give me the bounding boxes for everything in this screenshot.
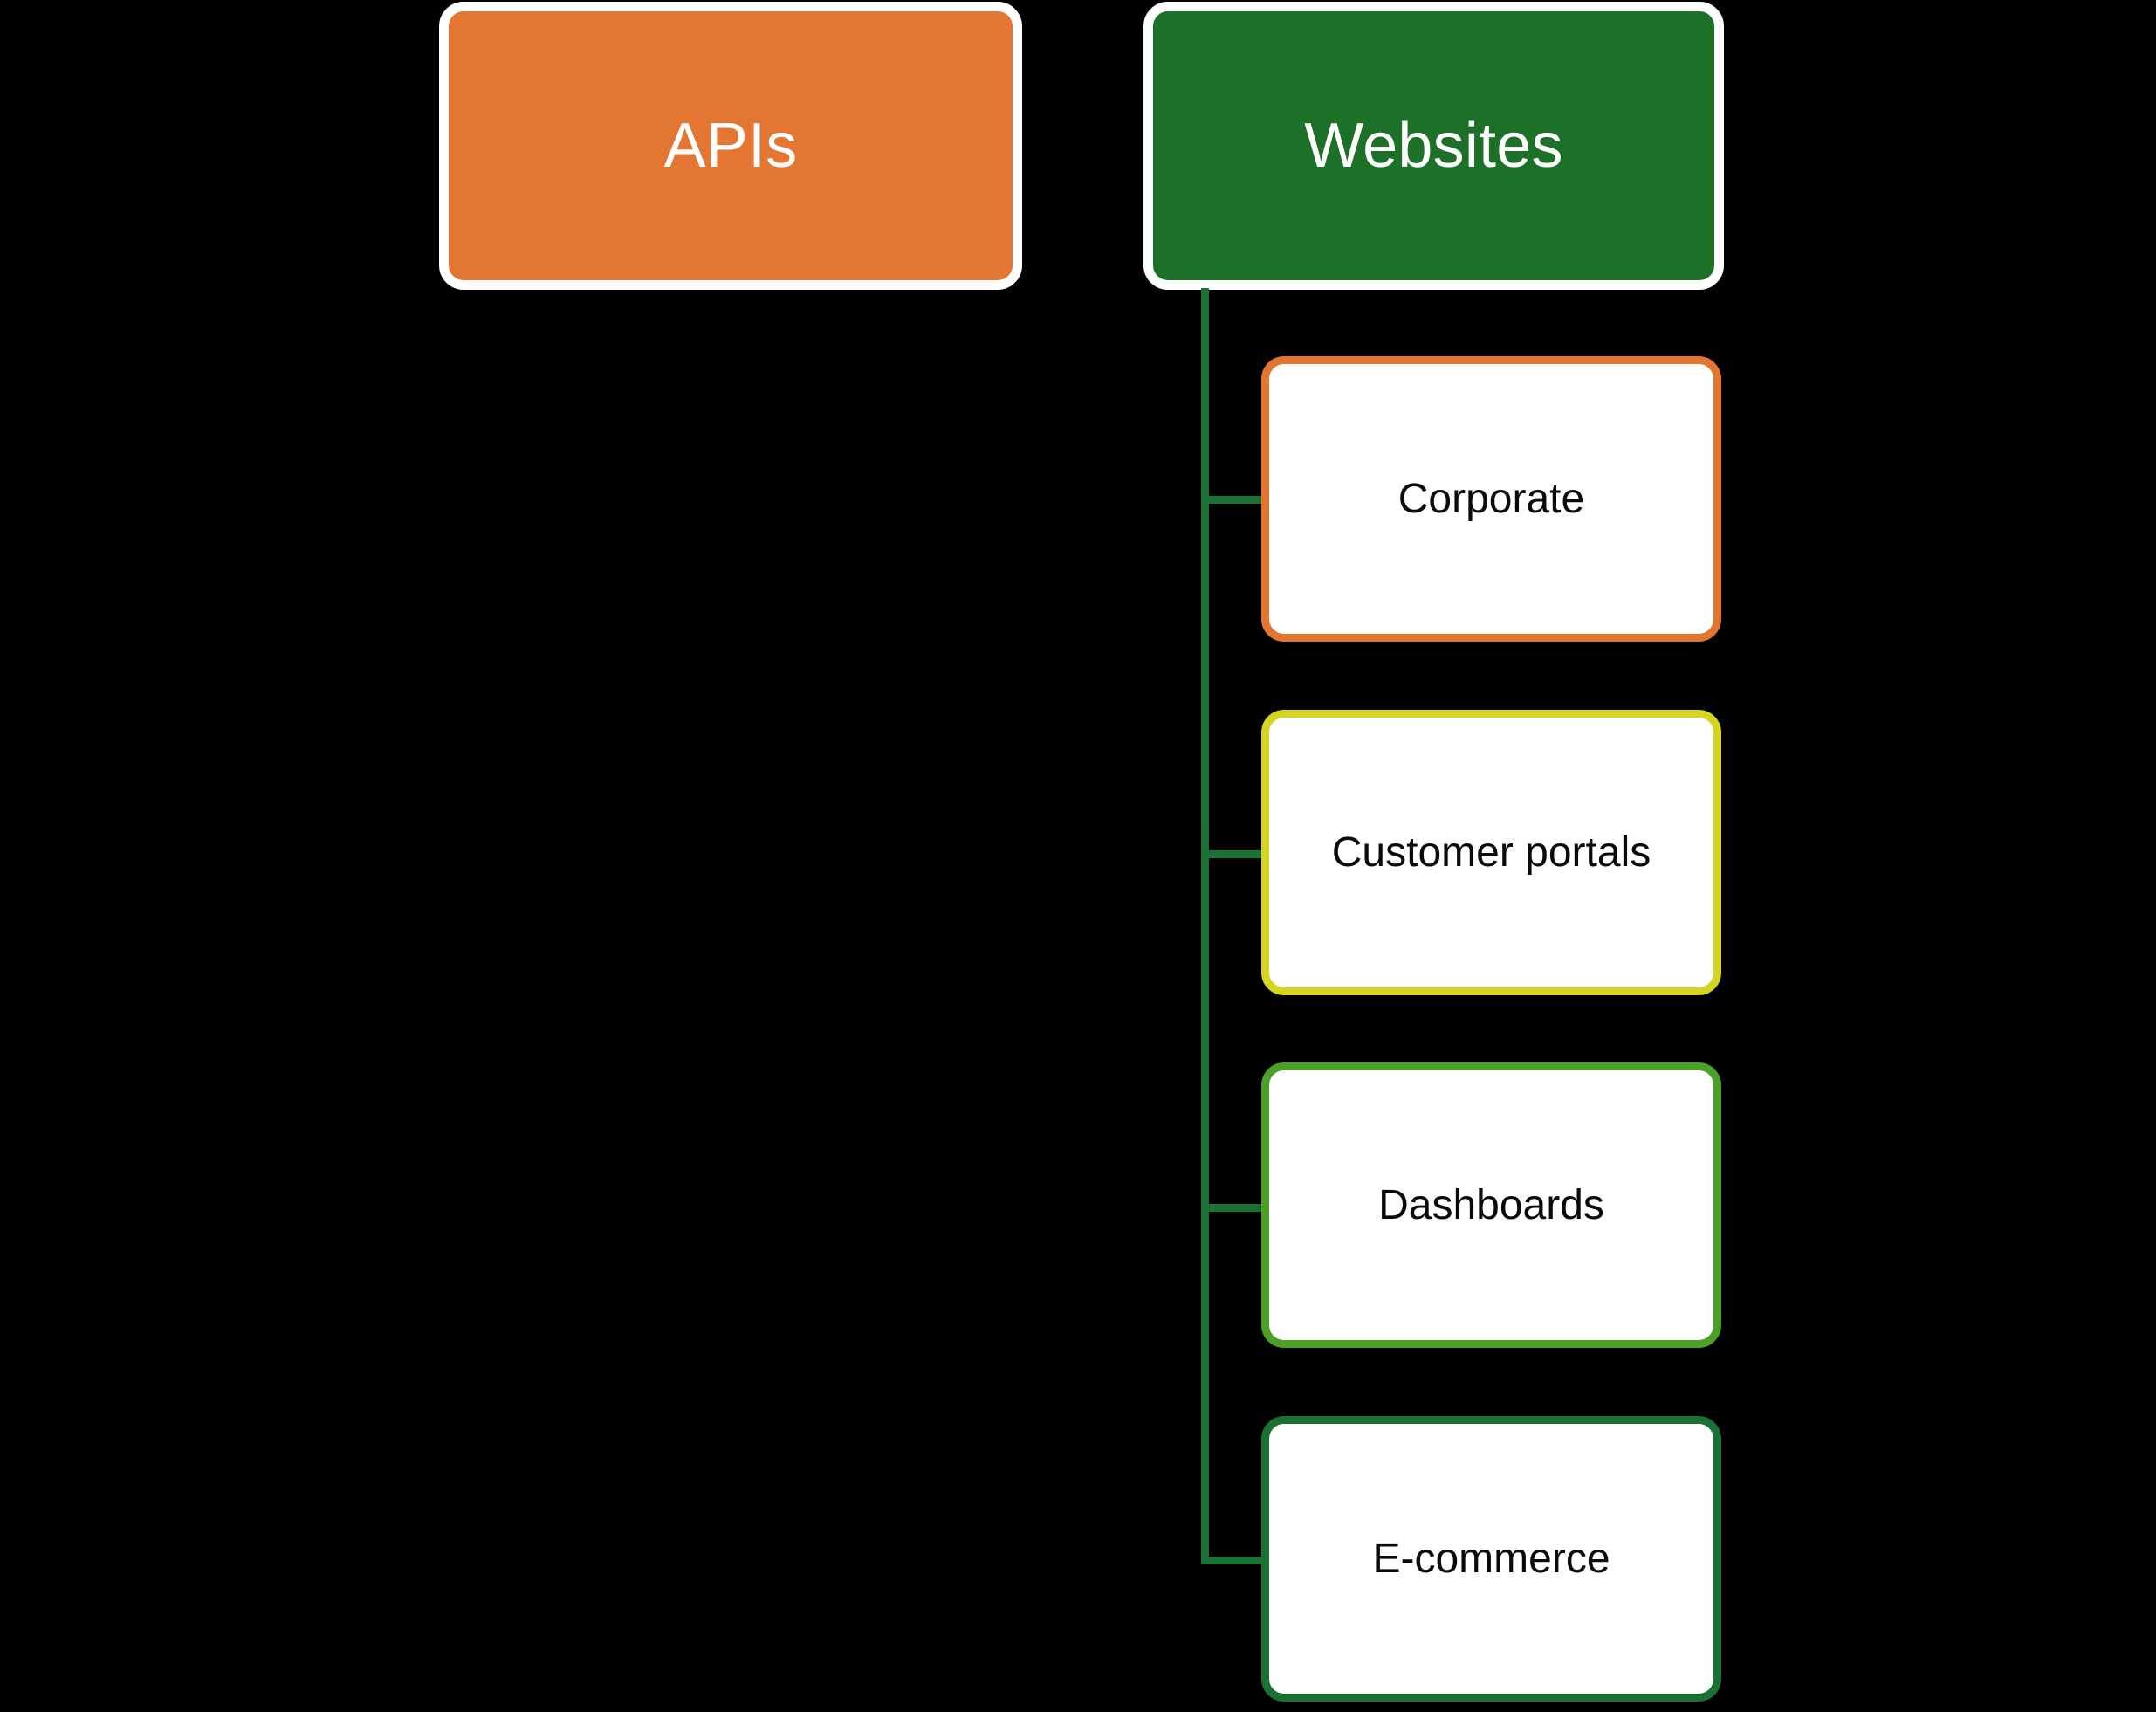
node-ecommerce[interactable]: E-commerce [1261, 1416, 1721, 1702]
node-customer-portals[interactable]: Customer portals [1261, 710, 1721, 995]
node-customer-portals-label: Customer portals [1331, 828, 1651, 876]
node-dashboards[interactable]: Dashboards [1261, 1062, 1721, 1348]
connector-branch-ecommerce [1201, 1557, 1266, 1564]
node-apis-label: APIs [663, 111, 798, 181]
node-corporate-label: Corporate [1397, 475, 1585, 522]
node-websites-label: Websites [1304, 111, 1563, 181]
node-ecommerce-label: E-commerce [1372, 1535, 1610, 1582]
node-websites[interactable]: Websites [1143, 2, 1724, 290]
node-apis[interactable]: APIs [439, 2, 1022, 290]
connector-branch-dashboards [1201, 1204, 1266, 1212]
connector-branch-customer-portals [1201, 850, 1266, 858]
node-corporate[interactable]: Corporate [1261, 356, 1721, 642]
connector-branch-corporate [1201, 496, 1266, 504]
connector-trunk-websites [1201, 288, 1209, 1564]
node-dashboards-label: Dashboards [1378, 1181, 1604, 1228]
